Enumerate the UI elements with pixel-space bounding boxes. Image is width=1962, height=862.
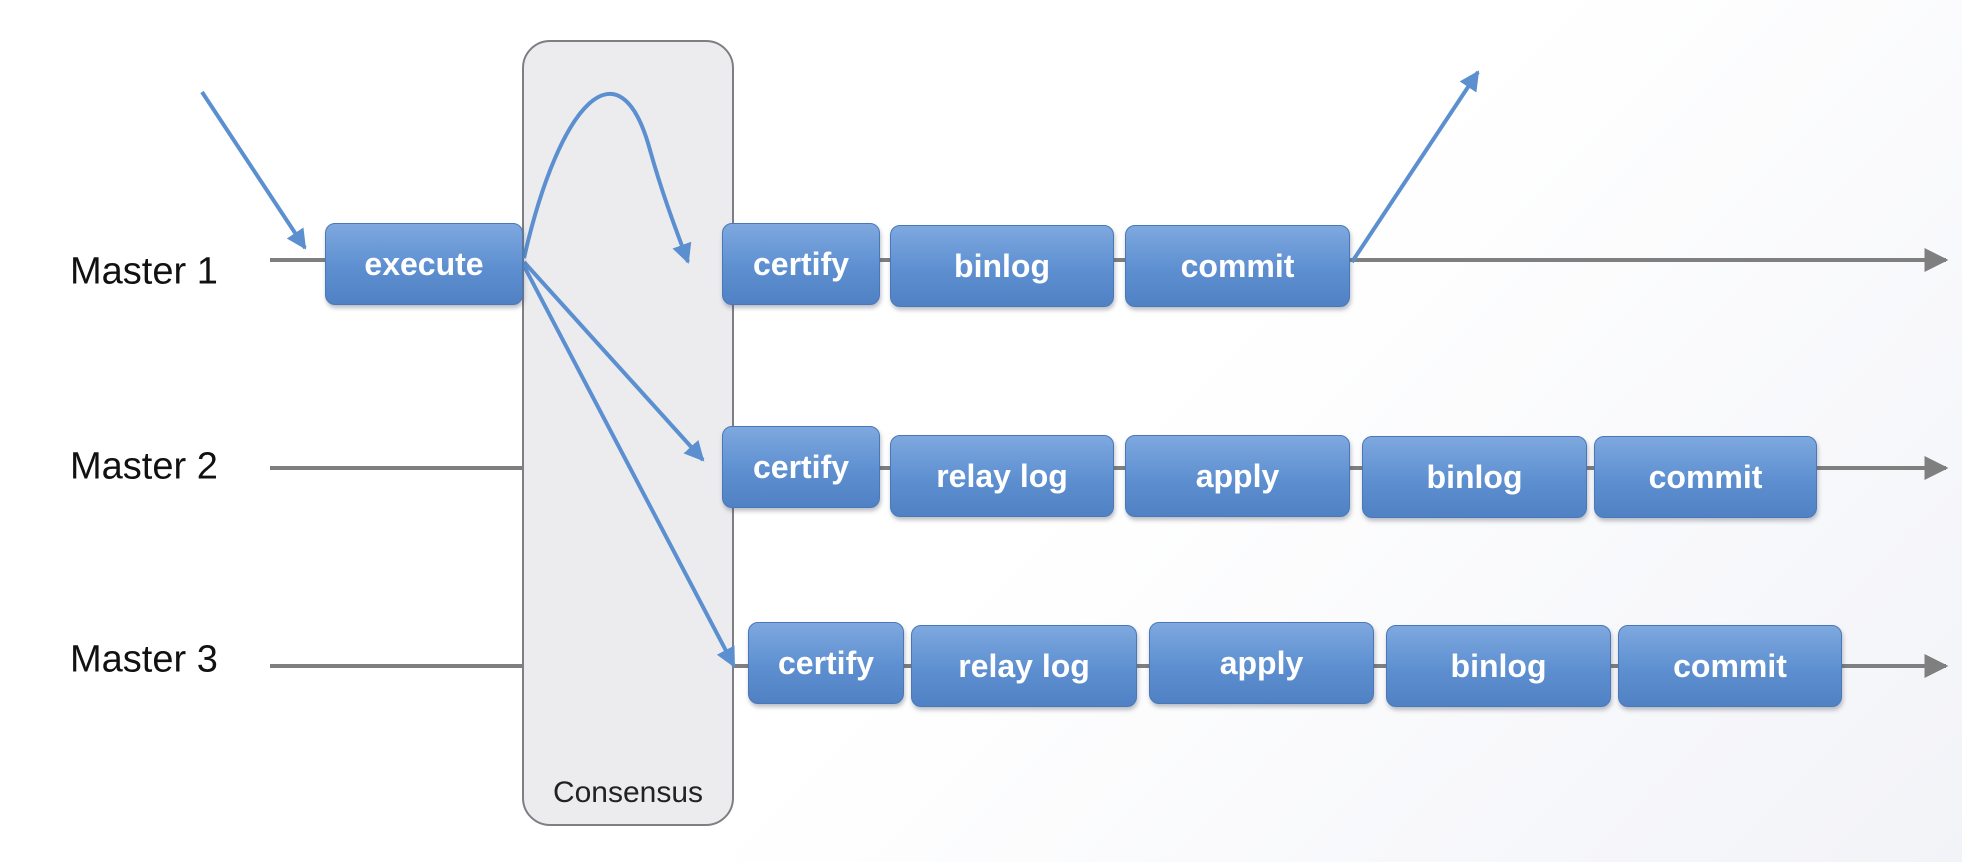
master3-step-binlog: binlog <box>1386 625 1611 707</box>
master2-step-apply: apply <box>1125 435 1350 517</box>
master2-step-relay-log: relay log <box>890 435 1114 517</box>
master1-step-execute: execute <box>325 223 523 305</box>
master2-step-certify: certify <box>722 426 880 508</box>
master3-step-commit: commit <box>1618 625 1842 707</box>
master2-step-commit: commit <box>1594 436 1817 518</box>
master1-step-certify: certify <box>722 223 880 305</box>
master1-step-binlog: binlog <box>890 225 1114 307</box>
master2-propagation-arrow <box>522 260 705 462</box>
consensus-region <box>522 40 734 826</box>
consensus-label: Consensus <box>552 776 704 809</box>
incoming-arrow <box>200 90 307 250</box>
master3-propagation-arrow <box>522 265 736 668</box>
master3-step-apply: apply <box>1149 622 1374 704</box>
master1-step-commit: commit <box>1125 225 1350 307</box>
row-label-master-1: Master 1 <box>70 250 218 293</box>
row-label-master-2: Master 2 <box>70 445 218 488</box>
master3-step-certify: certify <box>748 622 904 704</box>
master3-step-relay-log: relay log <box>911 625 1137 707</box>
master2-step-binlog: binlog <box>1362 436 1587 518</box>
row-label-master-3: Master 3 <box>70 638 218 681</box>
outgoing-arrow <box>1350 70 1480 264</box>
consensus-loop-arrow <box>522 92 692 264</box>
